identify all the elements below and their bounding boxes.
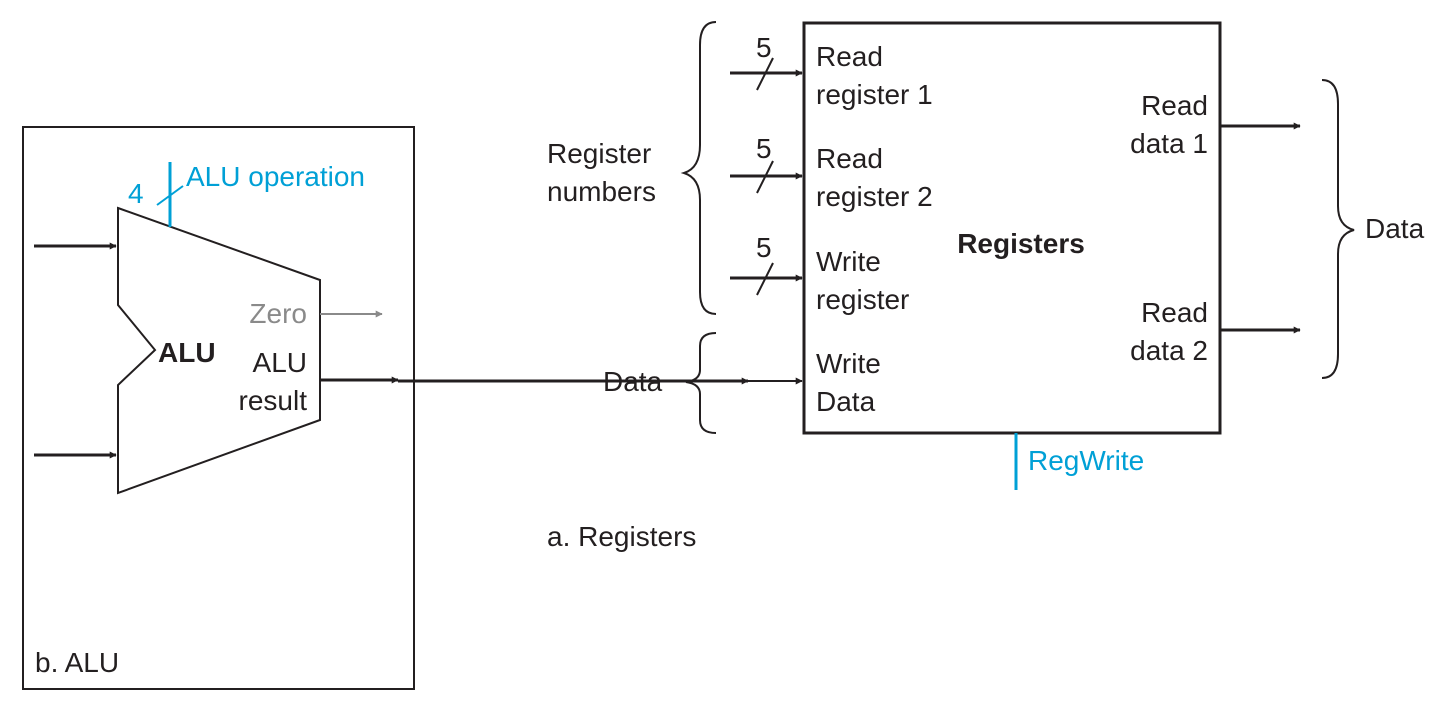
read-register-1-label-line2: register 1: [816, 79, 933, 110]
registers-panel: Register numbers 5 Read register 1 5 Rea…: [398, 21, 1425, 552]
read-data-1-label-line2: data 1: [1130, 128, 1208, 159]
write-register-width: 5: [756, 232, 772, 263]
data-out-label: Data: [1365, 213, 1425, 244]
write-data-brace: [685, 332, 717, 434]
read-register-1-label-line1: Read: [816, 41, 883, 72]
alu-operation-width: 4: [128, 178, 144, 209]
alu-operation-label: ALU operation: [186, 161, 365, 192]
read-data-1-label-line1: Read: [1141, 90, 1208, 121]
data-out-brace: [1321, 79, 1355, 379]
register-numbers-label-line2: numbers: [547, 176, 656, 207]
read-register-2-width-slash: [756, 160, 774, 194]
read-register-1-width-slash: [756, 57, 774, 91]
read-data-2-label-line1: Read: [1141, 297, 1208, 328]
read-register-2-label-line2: register 2: [816, 181, 933, 212]
register-file-title: Registers: [957, 228, 1085, 259]
alu-shape: [117, 206, 321, 495]
alu-result-label-line1: ALU: [253, 347, 307, 378]
alu-panel: 4 ALU operation ALU Zero ALU result b. A…: [22, 126, 415, 690]
alu-panel-frame: [22, 126, 415, 690]
alu-result-label-line2: result: [239, 385, 308, 416]
registers-panel-caption: a. Registers: [547, 521, 696, 552]
register-numbers-brace: [680, 21, 717, 315]
write-data-label-line1: Write: [816, 348, 881, 379]
read-data-2-label-line2: data 2: [1130, 335, 1208, 366]
write-data-label-line2: Data: [816, 386, 876, 417]
alu-operation-width-slash: [156, 185, 184, 206]
write-register-label-line1: Write: [816, 246, 881, 277]
read-register-2-label-line1: Read: [816, 143, 883, 174]
data-in-label: Data: [603, 366, 663, 397]
read-register-2-width: 5: [756, 133, 772, 164]
regwrite-label: RegWrite: [1028, 445, 1144, 476]
alu-zero-label: Zero: [249, 298, 307, 329]
read-register-1-width: 5: [756, 32, 772, 63]
alu-panel-caption: b. ALU: [35, 647, 119, 678]
register-file-box: [802, 21, 1222, 435]
alu-unit-label: ALU: [158, 337, 216, 368]
write-register-label-line2: register: [816, 284, 909, 315]
register-numbers-label-line1: Register: [547, 138, 651, 169]
write-register-width-slash: [756, 262, 774, 296]
